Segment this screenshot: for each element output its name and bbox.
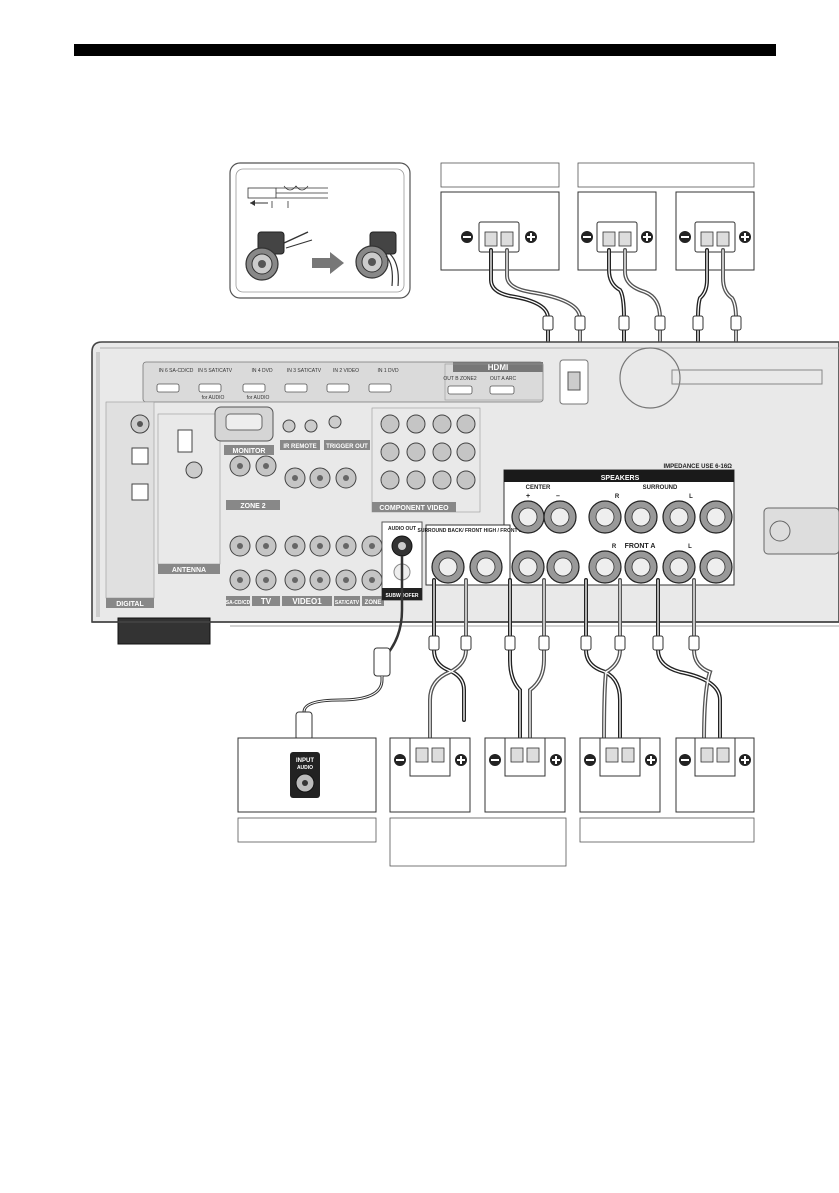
front-speakers-caption <box>579 817 755 843</box>
top-speaker-cables <box>489 248 738 577</box>
front-left-speaker <box>675 737 755 813</box>
sat-catv-label: SAT/CATV <box>335 600 360 606</box>
component-video-label: COMPONENT VIDEO <box>379 505 449 512</box>
cable-sleeves-bottom <box>428 635 700 651</box>
center-minus: – <box>556 493 560 500</box>
hdmi-out-a: OUT A ARC <box>490 376 517 382</box>
center-speaker <box>440 191 560 271</box>
monitor-label: MONITOR <box>233 448 266 455</box>
subwoofer-unit: INPUT AUDIO <box>237 737 377 813</box>
center-label: CENTER <box>526 485 551 491</box>
binding-post-tightened <box>355 231 399 287</box>
tv-label: TV <box>261 597 272 606</box>
trigger-out-section: TRIGGER OUT <box>324 415 370 450</box>
binding-post-loosened <box>245 231 313 281</box>
component-video-section: COMPONENT VIDEO <box>371 407 481 513</box>
surround-left-speaker <box>675 191 755 271</box>
surround-right-speaker <box>577 191 657 271</box>
zone-label: ZONE <box>365 600 382 606</box>
front-r-label: R <box>612 544 617 550</box>
trigger-out-label: TRIGGER OUT <box>326 444 368 450</box>
zone2-label: ZONE 2 <box>240 503 265 510</box>
hdmi-strip: HDMI IN 6 SA-CD/CD IN 5 SAT/CATV IN 4 DV… <box>142 361 544 403</box>
arrow-icon <box>312 252 344 274</box>
surround-back-right-speaker <box>389 737 471 813</box>
hdmi-note-2: for AUDIO <box>247 395 270 401</box>
hdmi-in4: IN 4 DVD <box>251 368 273 374</box>
hdmi-note-1: for AUDIO <box>202 395 225 401</box>
sacd-label: SA-CD/CD <box>226 600 251 606</box>
cable-sleeves-top <box>542 315 742 331</box>
hdmi-in1: IN 1 DVD <box>377 368 399 374</box>
sub-input-label: INPUT <box>296 758 314 764</box>
subwoofer-caption <box>237 817 377 843</box>
surround-l-label: L <box>689 494 693 500</box>
hdmi-in5: IN 5 SAT/CATV <box>198 368 233 374</box>
front-right-speaker <box>579 737 661 813</box>
impedance-label: IMPEDANCE USE 6-16Ω <box>664 464 733 470</box>
bottom-speaker-cables <box>428 578 722 742</box>
subwoofer-cable <box>295 556 404 741</box>
wire-stripping-inset <box>229 162 411 299</box>
header-rule <box>74 44 776 56</box>
surround-speakers-caption <box>577 162 755 188</box>
surround-r-label: R <box>615 494 620 500</box>
hdmi-title: HDMI <box>488 363 508 372</box>
antenna-section: ANTENNA <box>157 413 221 574</box>
audio-out-label: AUDIO OUT <box>388 526 416 532</box>
surround-label: SURROUND <box>643 485 678 491</box>
center-plus: + <box>526 493 530 500</box>
video1-label: VIDEO1 <box>292 597 322 606</box>
ir-remote-section: IR REMOTE <box>280 419 320 450</box>
receiver-back-panel: HDMI IN 6 SA-CD/CD IN 5 SAT/CATV IN 4 DV… <box>91 341 839 645</box>
center-speaker-caption <box>440 162 560 188</box>
front-l-label: L <box>688 544 692 550</box>
binding-posts <box>431 500 733 584</box>
antenna-label: ANTENNA <box>172 567 206 574</box>
sub-audio-label: AUDIO <box>297 765 313 771</box>
ir-remote-label: IR REMOTE <box>283 444 316 450</box>
hdmi-in2: IN 2 VIDEO <box>333 368 359 374</box>
hdmi-in6: IN 6 SA-CD/CD <box>159 368 194 374</box>
digital-section: DIGITAL <box>105 401 155 608</box>
front-a-label: FRONT A <box>625 543 656 550</box>
hdmi-in3: IN 3 SAT/CATV <box>287 368 322 374</box>
speakers-header: SPEAKERS <box>601 475 640 482</box>
hdmi-out-b: OUT B ZONE2 <box>443 376 476 382</box>
monitor-section: MONITOR <box>214 406 274 455</box>
digital-label: DIGITAL <box>116 601 144 608</box>
surround-back-label: SURROUND BACK/ FRONT HIGH / FRONT B <box>418 528 523 534</box>
surround-back-caption <box>389 817 567 867</box>
surround-back-left-speaker <box>484 737 566 813</box>
